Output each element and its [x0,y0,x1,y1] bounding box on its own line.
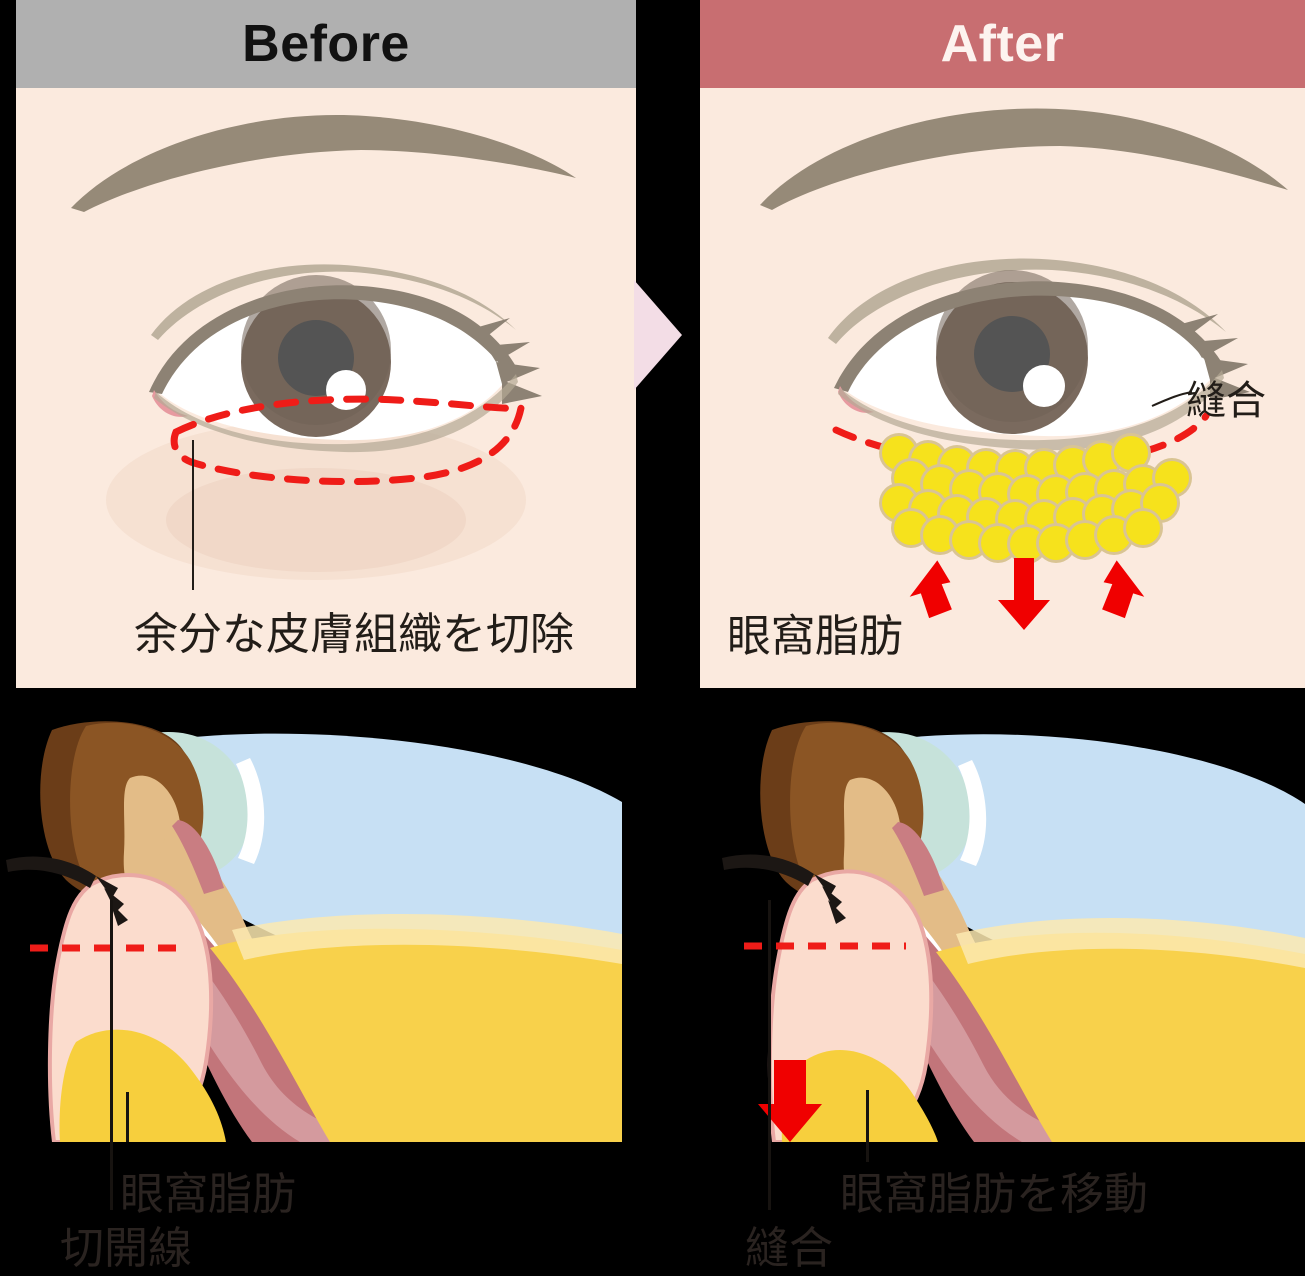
eyebrow [71,115,576,212]
fat-globule [981,526,1015,560]
fat-globule [952,523,986,557]
fat-move-down-arrow [758,1060,822,1142]
label-cross-section-fat: 眼窩脂肪 [120,1170,296,1219]
panel-before: Before 余分な皮膚組織を切除 [16,0,636,688]
fat-globule [1126,511,1160,545]
flow-arrow-icon [634,280,682,390]
panel-cross-section-before [0,712,622,1142]
fat-globule [1097,518,1131,552]
fat-descend-arrow-left [909,560,952,619]
eyebrow [760,108,1288,210]
header-after: After [700,0,1305,88]
label-cross-section-fat-moved: 眼窩脂肪を移動 [840,1170,1148,1219]
label-orbital-fat: 眼窩脂肪 [727,612,903,661]
after-illustration [700,0,1305,688]
fat-globule [1039,526,1073,560]
before-illustration [16,0,636,688]
fat-globule [1068,523,1102,557]
label-excise-skin: 余分な皮膚組織を切除 [134,610,574,659]
fat-globule [1010,527,1044,561]
leader-line-excise [192,440,194,590]
fat-globule [923,518,957,552]
label-cross-section-incision: 切開線 [60,1224,192,1273]
suture-dashed-line [832,412,1210,469]
header-before: Before [16,0,636,88]
cross-section-before-illustration [0,712,622,1142]
label-cross-section-suture: 縫合 [745,1224,833,1273]
measure-line-incision-before [110,900,113,1210]
fat-descend-arrow-center [998,558,1050,630]
leader-line-fat-after [866,1090,869,1162]
incision-dashed-outline [170,395,526,486]
fat-globule [1114,436,1148,470]
fat-globule [1085,443,1119,477]
cross-section-after-illustration [700,712,1305,1142]
label-suture: 縫合 [1186,379,1266,423]
leader-line-fat [126,1092,129,1142]
panel-cross-section-after [700,712,1305,1142]
fat-globule [894,511,928,545]
measure-line-suture-after [768,900,771,1210]
fat-descend-arrow-right [1102,560,1145,619]
panel-after: After 眼窩脂肪 [700,0,1305,688]
